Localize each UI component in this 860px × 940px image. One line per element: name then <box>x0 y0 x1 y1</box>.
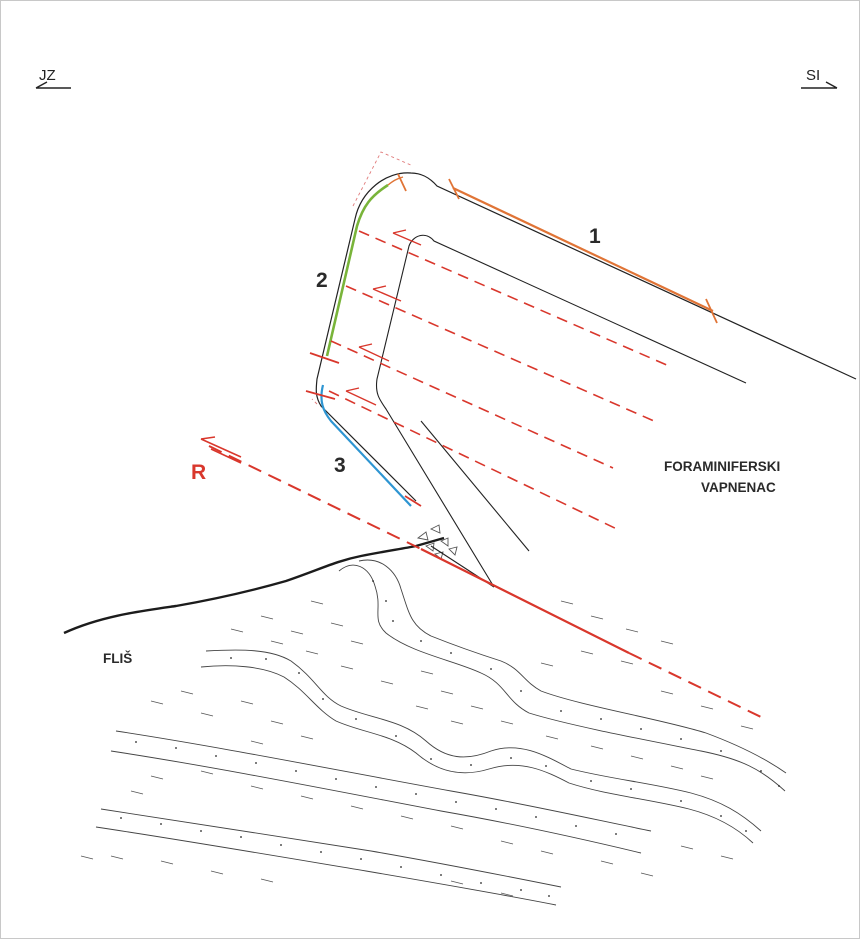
orientation-left: JZ <box>35 67 71 89</box>
flysch-layer-line <box>100 808 562 888</box>
limestone-label-line2: VAPNENAC <box>701 480 776 495</box>
orientation-right: SI <box>801 67 838 89</box>
shale-dashes <box>80 600 754 897</box>
segment-3-label: 3 <box>334 454 346 477</box>
fault-r-dashed-upper <box>208 445 422 550</box>
breccia-fill <box>416 524 458 560</box>
cliff-inner-edge <box>375 234 747 588</box>
cliff-joint-line <box>420 420 530 552</box>
orientation-right-arrow <box>801 81 838 89</box>
limestone-label-line1: FORAMINIFERSKI <box>664 459 780 474</box>
cliff-outer-edge <box>315 172 857 502</box>
fault-r-solid <box>420 548 630 654</box>
flysch-layer-line <box>200 665 754 844</box>
segment-2-label: 2 <box>316 269 328 292</box>
flysch-layers <box>95 559 787 906</box>
segment-1-line <box>452 187 714 312</box>
segment-2-line <box>325 183 389 357</box>
fracture-line <box>330 340 614 469</box>
fracture-arrows <box>345 229 422 406</box>
contact-line <box>63 536 445 635</box>
flysch-label: FLIŠ <box>103 651 132 666</box>
segment-3-line <box>320 384 412 507</box>
fault-r-arrow <box>200 436 242 464</box>
segment-1-ticks <box>397 173 718 324</box>
fracture-line <box>345 285 655 422</box>
flysch-layer-line <box>338 564 786 792</box>
orientation-left-label: JZ <box>39 67 56 84</box>
fracture-line <box>328 390 622 532</box>
flysch-layer-line <box>95 826 557 906</box>
fault-r-dashed-lower <box>628 652 762 718</box>
sandstone-dots <box>120 580 780 897</box>
segment-1-arc <box>387 176 404 186</box>
fault-label: R <box>191 461 206 484</box>
projected-profile-line <box>311 151 414 405</box>
segment-ticks <box>305 352 422 507</box>
orientation-right-label: SI <box>806 67 820 84</box>
fracture-lines <box>328 230 670 532</box>
segment-1-label: 1 <box>589 225 601 248</box>
fracture-line <box>358 230 670 367</box>
flysch-layer-line <box>358 559 787 774</box>
flysch-layer-line <box>115 730 652 832</box>
flysch-layer-line <box>110 750 642 854</box>
flysch-layer-line <box>205 649 762 832</box>
orientation-left-arrow <box>35 81 71 89</box>
